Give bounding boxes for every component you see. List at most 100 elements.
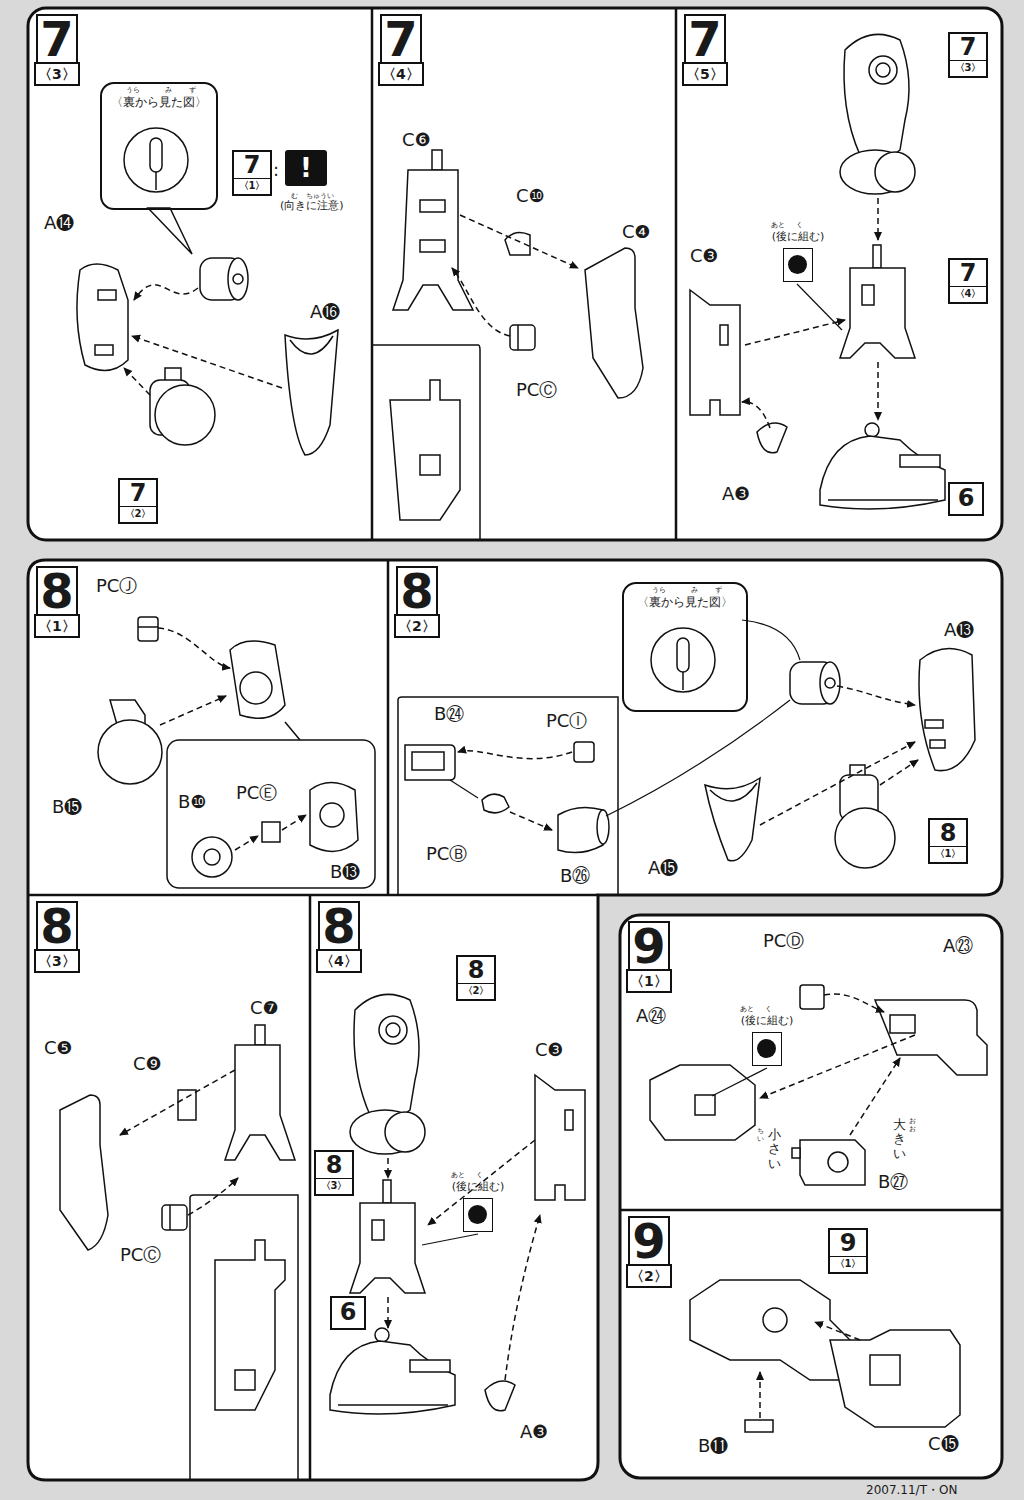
sub-step: 〈2〉 — [458, 984, 494, 998]
part-drawing — [330, 1328, 455, 1414]
part-drawing — [390, 380, 460, 520]
sub-step: 〈1〉 — [830, 1257, 866, 1271]
part-label: B㉖ — [560, 866, 590, 887]
step-panel: 7〈5〉7〈3〉(後に組む)7〈4〉6 — [676, 8, 1002, 540]
part-drawing — [650, 1065, 755, 1140]
step-number: 8 — [318, 901, 359, 949]
sub-step: 〈3〉 — [34, 62, 80, 86]
inset-frame — [285, 722, 300, 740]
part-drawing — [162, 1205, 187, 1230]
assembly-arrow — [387, 1297, 389, 1328]
part-drawing — [510, 325, 535, 350]
inset-frame — [372, 345, 480, 540]
assembly-arrow — [505, 1215, 540, 1380]
part-drawing — [148, 208, 192, 254]
reference-box: 7〈1〉 — [232, 150, 272, 196]
part-drawing — [745, 1420, 773, 1432]
step-label: 7〈5〉 — [682, 14, 728, 86]
sub-step: 〈2〉 — [394, 614, 440, 638]
part-drawing — [574, 742, 594, 762]
part-drawing — [420, 200, 445, 212]
furigana: み — [165, 86, 172, 94]
part-label: PCⒷ — [426, 844, 467, 865]
sub-step: 〈1〉 — [234, 179, 270, 193]
frame — [620, 915, 1002, 1478]
reference-box: 8〈1〉 — [928, 818, 968, 864]
part-drawing — [925, 720, 943, 728]
part-drawing — [178, 1090, 196, 1120]
black-dot — [468, 1205, 487, 1224]
frame — [28, 8, 1002, 1480]
later-mark: (後に組む) — [783, 248, 813, 282]
part-drawing — [204, 849, 220, 865]
part-drawing — [690, 290, 740, 415]
assembly-arrow — [745, 320, 845, 345]
note-text: 大きい — [893, 1118, 906, 1161]
part-label: B⓭ — [330, 862, 360, 883]
part-drawing — [800, 1140, 865, 1185]
part-drawing — [763, 1308, 787, 1332]
part-drawing — [820, 662, 840, 704]
part-drawing — [98, 290, 116, 300]
inset-frame — [167, 740, 375, 888]
part-label: PCⒸ — [516, 380, 557, 401]
part-label: A❸ — [722, 484, 750, 505]
step-panel: 9〈1〉(後に組む) — [620, 915, 1002, 1210]
inset-frame — [167, 345, 618, 1480]
part-label: C❺ — [44, 1038, 73, 1059]
furigana: く — [796, 221, 803, 229]
part-drawing — [255, 1025, 265, 1045]
assembly-arrow — [510, 812, 552, 830]
step-label: 9〈2〉 — [626, 1216, 672, 1288]
reference-box: 9〈1〉 — [828, 1228, 868, 1274]
step-panel: 7〈4〉 — [372, 8, 676, 540]
part-drawing — [77, 264, 128, 370]
part-drawing — [405, 745, 455, 780]
step-number: 8 — [396, 566, 437, 614]
step-label: 7〈3〉 — [34, 14, 80, 86]
part-drawing — [558, 807, 603, 852]
sub-step: 〈2〉 — [626, 1264, 672, 1288]
divider — [28, 8, 1002, 1480]
part-drawing — [840, 245, 915, 358]
part-label: C❾ — [133, 1054, 162, 1075]
part-drawing — [875, 1000, 987, 1075]
furigana: ず — [189, 86, 196, 94]
part-drawing — [505, 232, 530, 255]
part-drawing — [517, 325, 519, 350]
part-drawing — [695, 1095, 715, 1115]
leader-line — [712, 1068, 767, 1096]
part-drawing — [155, 385, 215, 445]
reference-box: 6 — [330, 1296, 366, 1330]
frame — [28, 8, 1002, 540]
step-number: 9 — [628, 921, 669, 969]
assembly-arrow — [837, 686, 915, 705]
part-drawing — [230, 641, 285, 718]
step-number: 8 — [316, 1152, 352, 1179]
step-number: 8 — [930, 820, 966, 847]
divider — [309, 895, 312, 1480]
leader-line — [422, 284, 842, 1245]
step-panel: 8〈4〉8〈2〉8〈3〉(後に組む)6 — [310, 895, 598, 1480]
step-number: 7 — [380, 14, 421, 62]
step-number: 7 — [120, 480, 156, 507]
step-label: 8〈2〉 — [394, 566, 440, 638]
black-dot — [757, 1039, 776, 1058]
part-drawing — [800, 985, 824, 1009]
step-number: 8 — [36, 901, 77, 949]
step-number: 7 — [950, 34, 986, 61]
reference-box: 8〈3〉 — [314, 1150, 354, 1196]
part-drawing — [225, 1045, 295, 1160]
part-label: PCⒿ — [96, 576, 137, 597]
part-drawing — [835, 808, 895, 868]
step-number: 7 — [684, 14, 725, 62]
step-number: 9 — [628, 1216, 669, 1264]
part-drawing — [138, 617, 158, 641]
part-drawing — [792, 1148, 800, 1158]
part-drawing — [412, 752, 444, 770]
part-drawing — [393, 170, 473, 310]
part-label: B⓯ — [52, 797, 82, 818]
reference-box: 7〈4〉 — [948, 258, 988, 304]
assembly-arrow — [124, 368, 150, 395]
part-drawing — [870, 1355, 900, 1385]
